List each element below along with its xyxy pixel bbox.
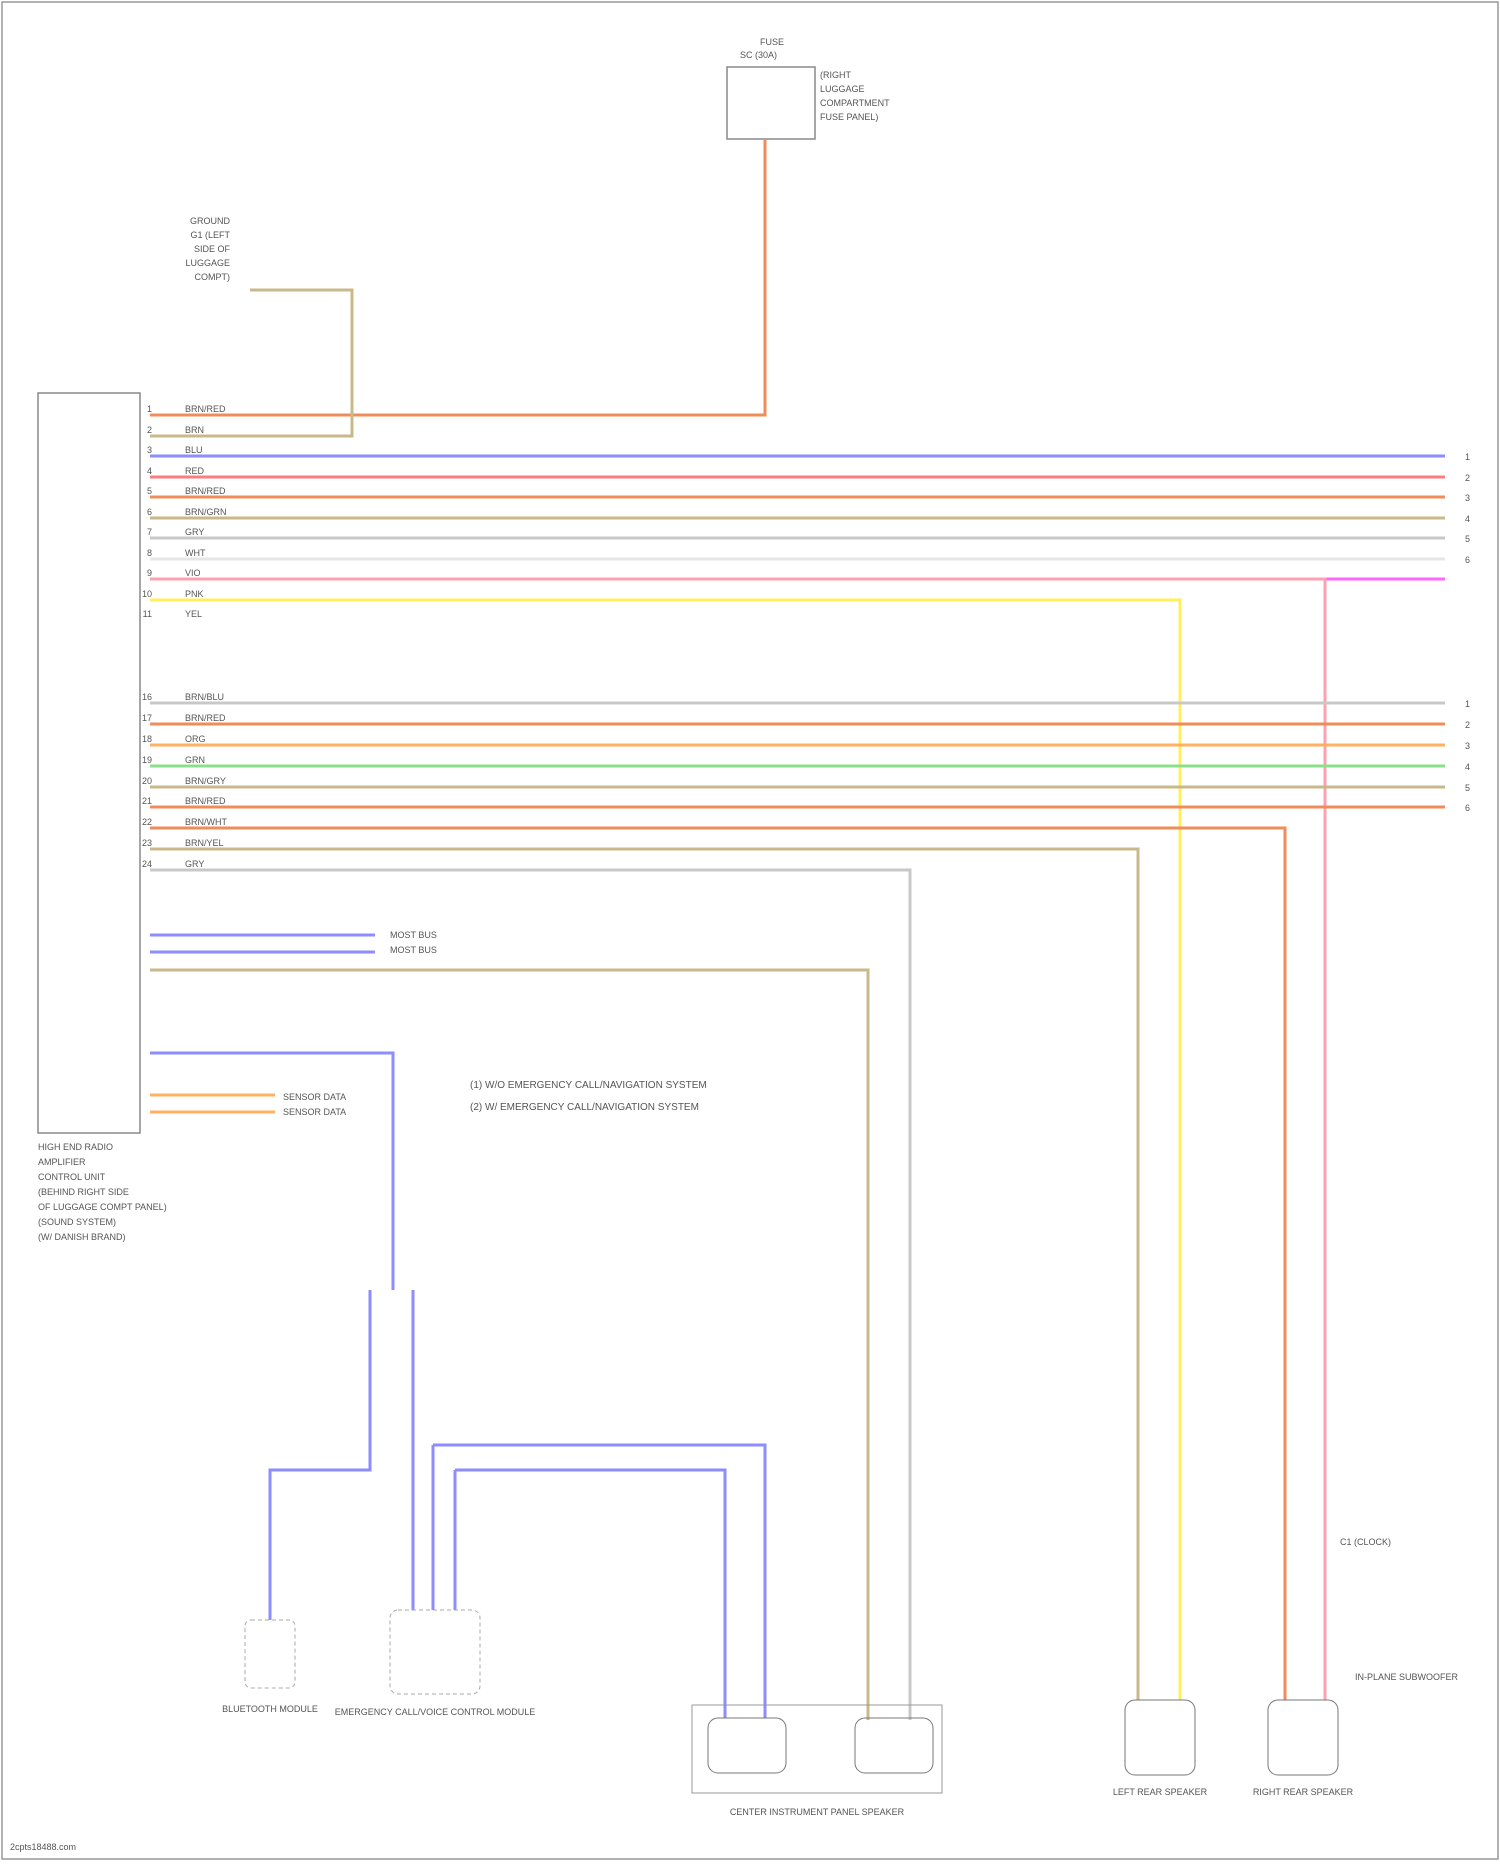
pin-number-upper: 6 — [147, 507, 152, 517]
pin-number-upper: 9 — [147, 568, 152, 578]
ref-can-2: SENSOR DATA — [283, 1107, 346, 1117]
pin-number-upper: 3 — [147, 445, 152, 455]
pin-wire-label: BRN/RED — [185, 796, 226, 806]
pin-wire-label: YEL — [185, 609, 202, 619]
harness-end-number: 1 — [1465, 452, 1470, 462]
svg-text:CONTROL UNIT: CONTROL UNIT — [38, 1172, 106, 1182]
pin-number-upper: 11 — [143, 609, 152, 619]
pin-number-upper: 8 — [147, 548, 152, 558]
harness-end-number: 6 — [1465, 555, 1470, 565]
pin-number-lower: 18 — [142, 734, 152, 744]
ref-can-1: SENSOR DATA — [283, 1092, 346, 1102]
harness-end-number: 4 — [1465, 514, 1470, 524]
ref-ground-right: C1 (CLOCK) — [1340, 1537, 1391, 1547]
svg-text:(SOUND SYSTEM): (SOUND SYSTEM) — [38, 1217, 116, 1227]
pin-number-lower: 21 — [142, 796, 152, 806]
pin-number-upper: 1 — [147, 404, 152, 414]
pin-number-lower: 16 — [142, 692, 152, 702]
pin-number-upper: 4 — [147, 466, 152, 476]
harness-end-number: 5 — [1465, 534, 1470, 544]
pin-wire-label: BRN/GRN — [185, 507, 227, 517]
pin-number-upper: 2 — [147, 425, 152, 435]
ref-ground-right-2: IN-PLANE SUBWOOFER — [1355, 1672, 1459, 1682]
ref-mute-1: MOST BUS — [390, 930, 437, 940]
svg-text:BLUETOOTH MODULE: BLUETOOTH MODULE — [222, 1704, 318, 1714]
legend-line-1: (1) W/O EMERGENCY CALL/NAVIGATION SYSTEM — [470, 1080, 707, 1091]
pin-wire-label: BRN/WHT — [185, 817, 227, 827]
pin-wire-label: BLU — [185, 445, 203, 455]
pin-wire-label: BRN/GRY — [185, 776, 226, 786]
pin-number-lower: 22 — [142, 817, 152, 827]
svg-text:GROUND: GROUND — [190, 216, 230, 226]
svg-text:(W/ DANISH BRAND): (W/ DANISH BRAND) — [38, 1232, 126, 1242]
pin-wire-label: ORG — [185, 734, 206, 744]
pin-wire-label: BRN — [185, 425, 204, 435]
fuse-label-2: SC (30A) — [740, 50, 777, 60]
fuse-label-1: FUSE — [760, 37, 784, 47]
pin-wire-label: BRN/RED — [185, 404, 226, 414]
pin-wire-label: VIO — [185, 568, 201, 578]
pin-wire-label: BRN/YEL — [185, 838, 224, 848]
harness-end-number: 1 — [1465, 699, 1470, 709]
pin-wire-label: BRN/RED — [185, 486, 226, 496]
footer-credit: 2cpts18488.com — [10, 1842, 76, 1852]
pin-wire-label: GRY — [185, 527, 204, 537]
pin-number-lower: 19 — [142, 755, 152, 765]
harness-end-number: 6 — [1465, 803, 1470, 813]
pin-wire-label: BRN/RED — [185, 713, 226, 723]
pin-number-upper: 5 — [147, 486, 152, 496]
svg-text:EMERGENCY CALL/VOICE CONTROL M: EMERGENCY CALL/VOICE CONTROL MODULE — [335, 1707, 536, 1717]
svg-text:LUGGAGE: LUGGAGE — [185, 258, 230, 268]
pin-number-lower: 17 — [142, 713, 152, 723]
fuse-note-4: FUSE PANEL) — [820, 112, 878, 122]
harness-end-number: 2 — [1465, 473, 1470, 483]
svg-text:AMPLIFIER: AMPLIFIER — [38, 1157, 86, 1167]
legend-line-2: (2) W/ EMERGENCY CALL/NAVIGATION SYSTEM — [470, 1102, 699, 1113]
fuse-note-2: LUGGAGE — [820, 84, 865, 94]
pin-number-upper: 10 — [142, 589, 152, 599]
ref-mute-2: MOST BUS — [390, 945, 437, 955]
pin-wire-label: RED — [185, 466, 205, 476]
pin-wire-label: GRN — [185, 755, 205, 765]
pin-number-lower: 24 — [142, 859, 152, 869]
fuse-note-3: COMPARTMENT — [820, 98, 890, 108]
pin-wire-label: BRN/BLU — [185, 692, 224, 702]
harness-end-number: 4 — [1465, 762, 1470, 772]
pin-number-upper: 7 — [147, 527, 152, 537]
pin-number-lower: 20 — [142, 776, 152, 786]
pin-wire-label: WHT — [185, 548, 206, 558]
svg-text:LEFT REAR SPEAKER: LEFT REAR SPEAKER — [1113, 1787, 1208, 1797]
svg-text:G1 (LEFT: G1 (LEFT — [190, 230, 230, 240]
svg-text:(BEHIND RIGHT SIDE: (BEHIND RIGHT SIDE — [38, 1187, 129, 1197]
svg-text:CENTER INSTRUMENT PANEL SPEAKE: CENTER INSTRUMENT PANEL SPEAKER — [730, 1807, 905, 1817]
svg-text:SIDE OF: SIDE OF — [194, 244, 231, 254]
svg-text:HIGH END RADIO: HIGH END RADIO — [38, 1142, 113, 1152]
pin-number-lower: 23 — [142, 838, 152, 848]
svg-text:COMPT): COMPT) — [195, 272, 231, 282]
pin-wire-label: PNK — [185, 589, 204, 599]
svg-text:RIGHT REAR SPEAKER: RIGHT REAR SPEAKER — [1253, 1787, 1354, 1797]
harness-end-number: 3 — [1465, 741, 1470, 751]
harness-end-number: 3 — [1465, 493, 1470, 503]
pin-wire-label: GRY — [185, 859, 204, 869]
svg-text:OF LUGGAGE COMPT PANEL): OF LUGGAGE COMPT PANEL) — [38, 1202, 167, 1212]
harness-end-number: 2 — [1465, 720, 1470, 730]
harness-end-number: 5 — [1465, 783, 1470, 793]
fuse-note-1: (RIGHT — [820, 70, 851, 80]
